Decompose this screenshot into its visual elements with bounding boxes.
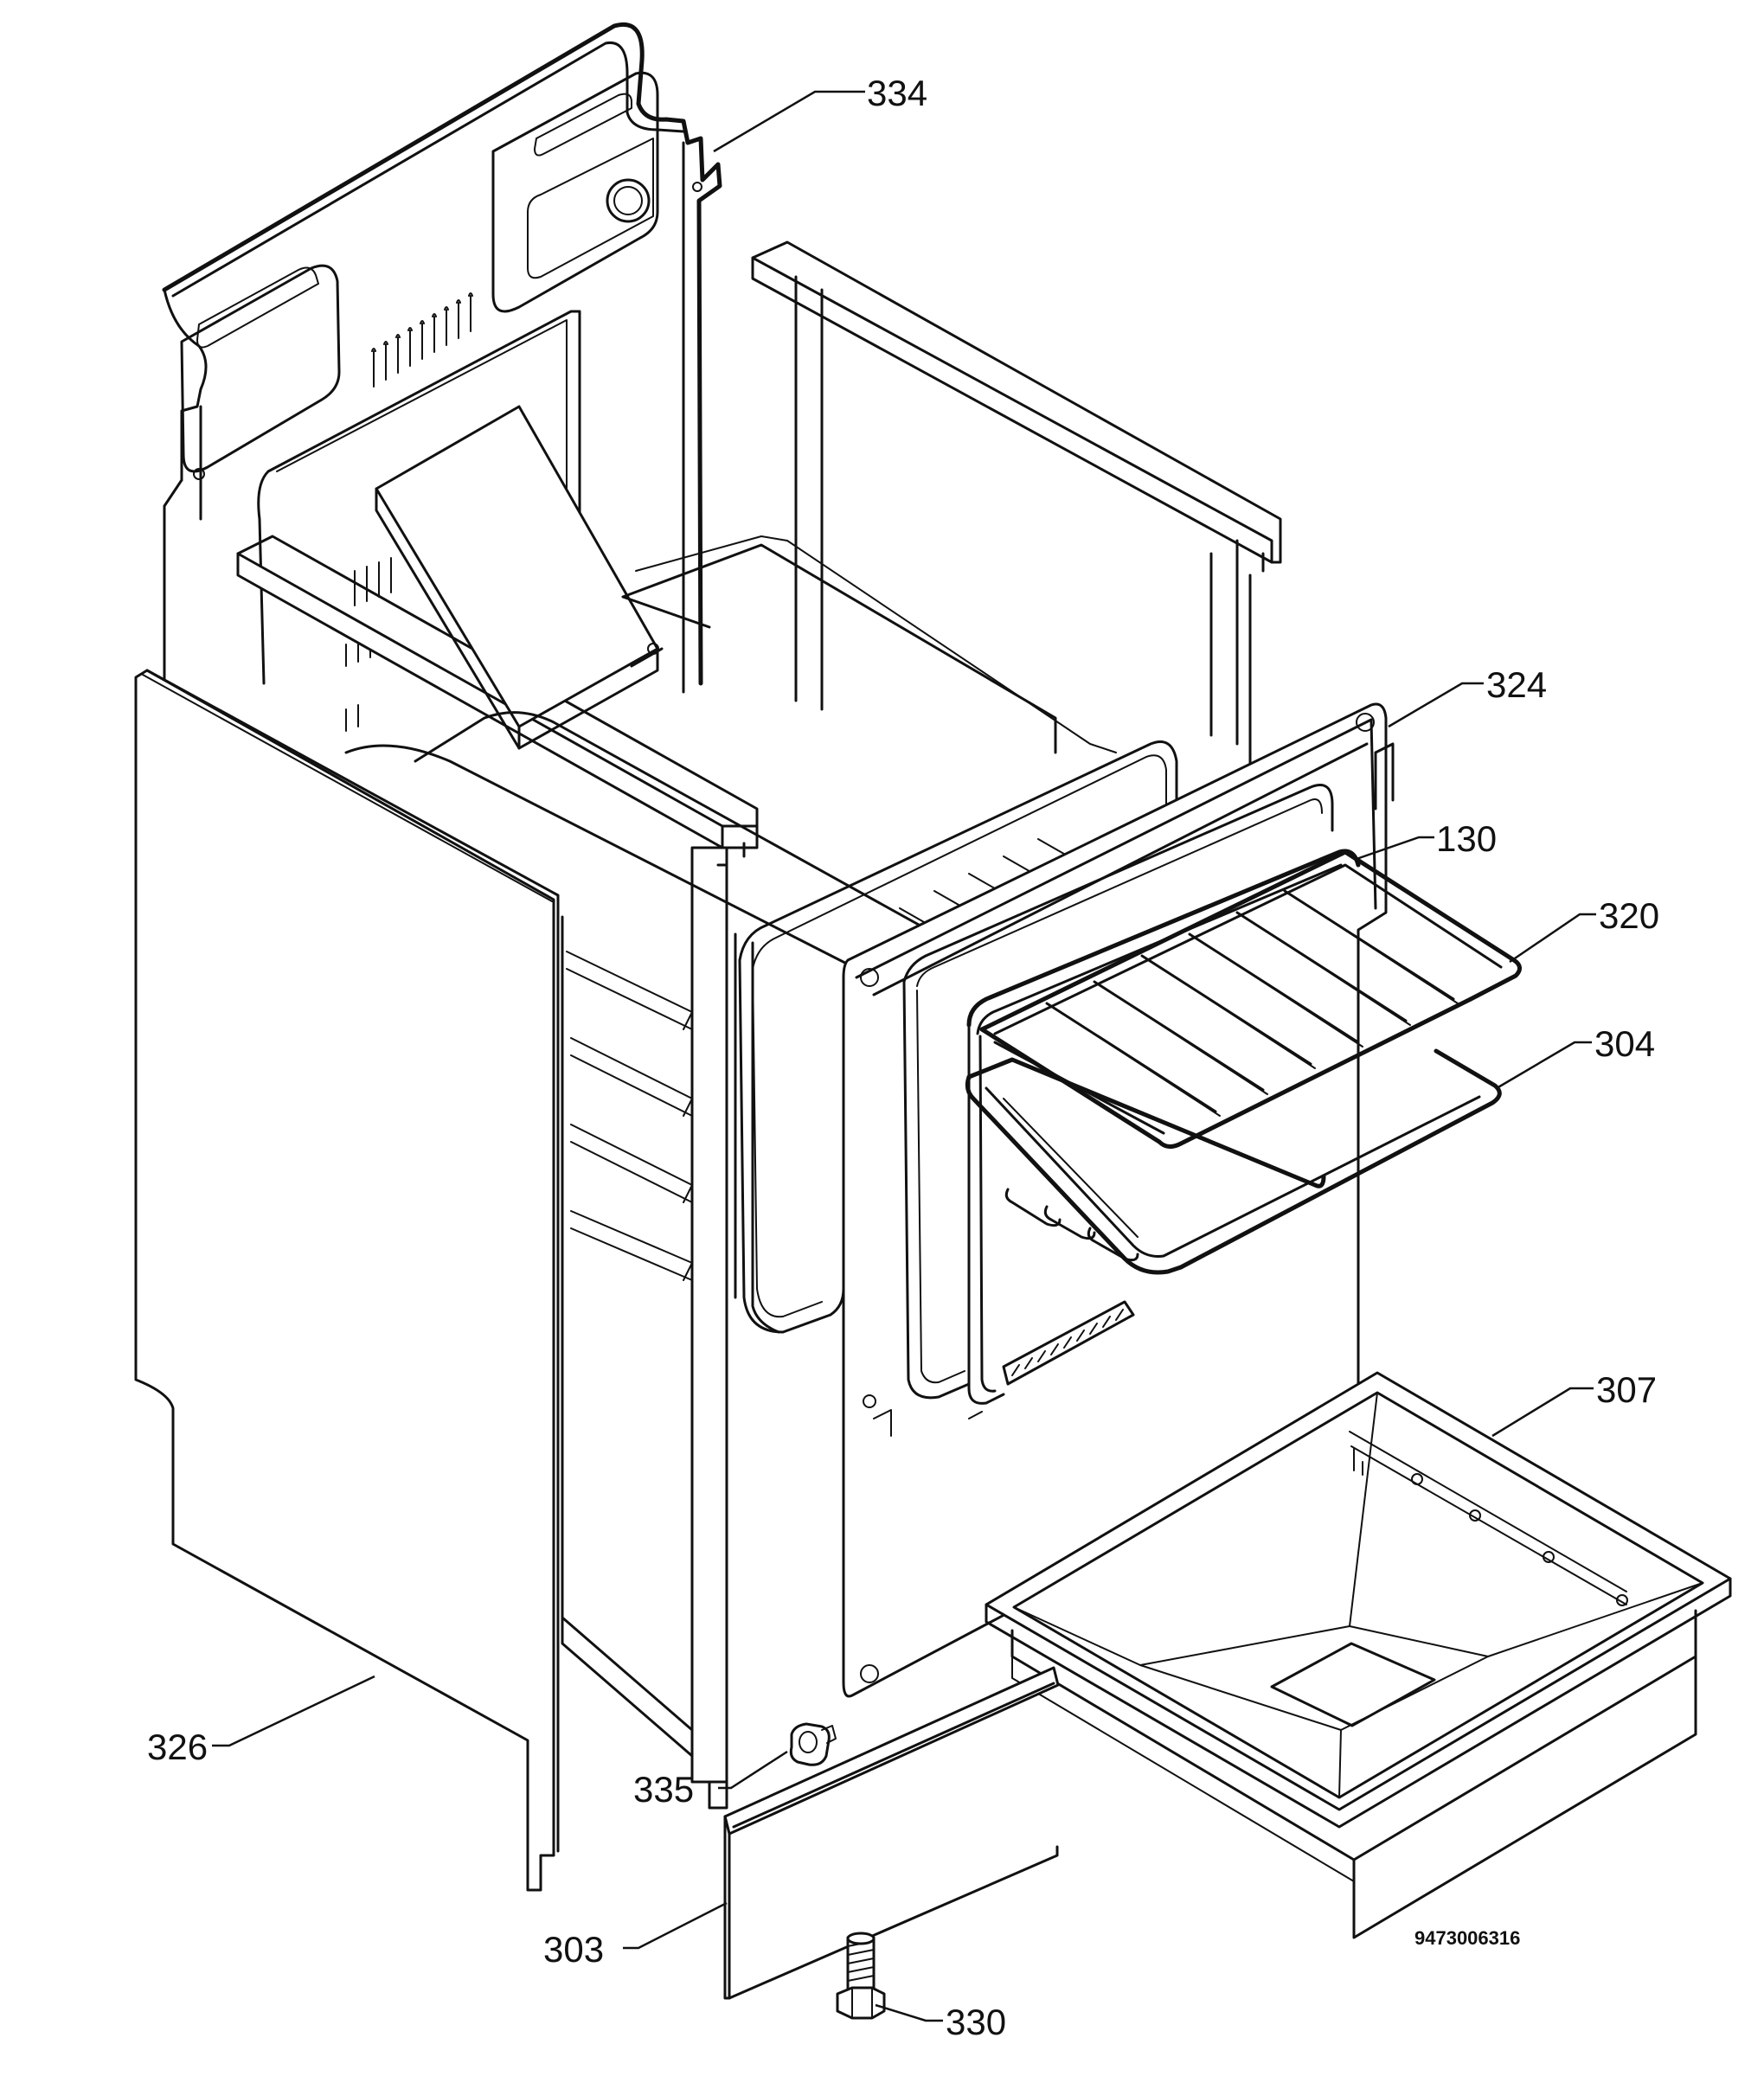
leader-303 — [623, 1901, 728, 1950]
oven-cavity — [236, 240, 1282, 1810]
leader-330 — [875, 2003, 943, 2022]
label-334: 334 — [867, 73, 927, 113]
part-326-side-panel — [134, 669, 560, 1892]
leader-335 — [718, 1750, 788, 1790]
leader-324 — [1388, 682, 1484, 728]
drawing-code: 9473006316 — [1414, 1927, 1520, 1949]
part-334-rear-panel — [162, 22, 722, 732]
part-335-plug — [789, 1722, 837, 1766]
leader-307 — [1491, 1387, 1594, 1438]
leader-130 — [1356, 836, 1434, 861]
leader-326 — [212, 1675, 375, 1747]
label-303: 303 — [543, 1929, 604, 1970]
leader-334 — [713, 90, 865, 153]
leader-320 — [1509, 913, 1596, 964]
label-130: 130 — [1436, 818, 1497, 859]
label-326: 326 — [147, 1727, 208, 1767]
part-303-plinth — [723, 1666, 1060, 2000]
label-304: 304 — [1594, 1023, 1655, 1064]
leader-304 — [1496, 1041, 1592, 1090]
part-labels: 334 324 130 320 304 307 326 335 303 330 … — [147, 73, 1659, 2042]
leader-lines — [212, 90, 1596, 2022]
label-335: 335 — [633, 1769, 694, 1810]
label-324: 324 — [1486, 664, 1547, 705]
part-130-door-seal — [966, 849, 1361, 1405]
label-307: 307 — [1596, 1369, 1657, 1410]
part-304-baking-tray — [965, 1048, 1502, 1275]
label-320: 320 — [1599, 895, 1659, 936]
part-307-drawer — [985, 1371, 1732, 1939]
label-330: 330 — [946, 2002, 1006, 2042]
part-330-adjustable-foot — [836, 1932, 886, 2020]
